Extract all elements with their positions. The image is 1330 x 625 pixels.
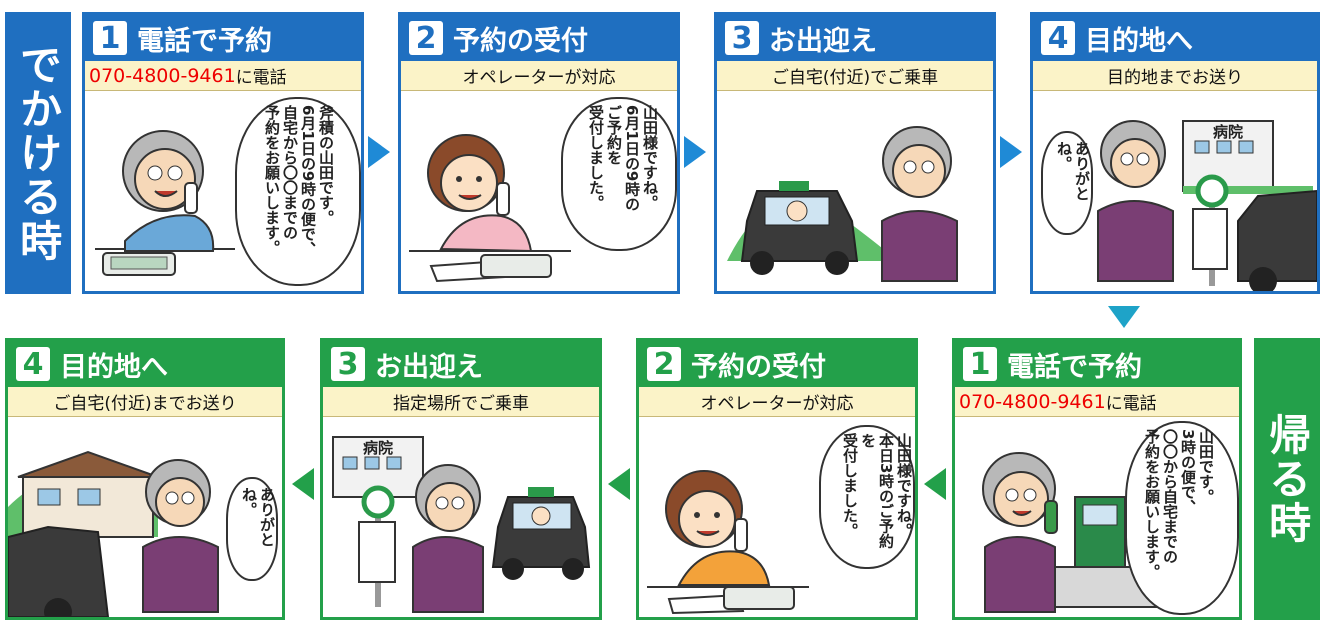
outbound-step-1-scene: 斧積の山田です。 6月1日の9時の便で、 自宅から〇〇までの 予約をお願いします… — [85, 91, 361, 291]
arrow-left-icon — [924, 468, 946, 500]
outbound-label-text: でかける時 — [13, 43, 63, 263]
speech-text: ありがとね。 — [240, 487, 276, 547]
arrow-right-icon — [368, 136, 390, 168]
return-step-1-header: 1 電話で予約 — [955, 341, 1239, 387]
phone-number: 070-4800-9461 — [89, 64, 236, 87]
call-instruction: に電話 — [1105, 394, 1157, 414]
return-step-3-panel: 3 お出迎え 指定場所でご乗車 病院 — [320, 338, 602, 620]
step-title: 予約の受付 — [691, 351, 826, 383]
arrow-left-icon — [608, 468, 630, 500]
step-title: 目的地へ — [1085, 25, 1193, 57]
hospital-pickup-illustration — [332, 436, 591, 613]
outbound-label: でかける時 — [5, 12, 71, 294]
return-step-4-subheader: ご自宅(付近)までお送り — [8, 387, 282, 417]
speech-text: 斧積の山田です。 6月1日の9時の便で、 自宅から〇〇までの 予約をお願いします… — [263, 105, 335, 257]
step-title: 電話で予約 — [1007, 351, 1142, 383]
step-number: 4 — [1041, 21, 1075, 56]
grandma-phone-illustration — [95, 130, 235, 276]
speech-bubble — [561, 97, 677, 251]
outbound-step-1-header: 1 電話で予約 — [85, 15, 361, 61]
home-arrival-illustration — [8, 450, 219, 617]
call-instruction: に電話 — [235, 68, 287, 88]
return-step-1-panel: 1 電話で予約 070-4800-9461 に電話 山田です。 3時の便で、 〇… — [952, 338, 1242, 620]
outbound-step-3-header: 3 お出迎え — [717, 15, 993, 61]
outbound-step-4-scene: 病院 ありがとね。 — [1033, 91, 1317, 291]
arrow-down-icon — [1108, 306, 1140, 328]
outbound-step-2-subheader: オペレーターが対応 — [401, 61, 677, 91]
step-title: お出迎え — [375, 351, 483, 383]
return-step-3-scene: 病院 — [323, 417, 599, 617]
speech-bubble — [1125, 421, 1239, 615]
outbound-step-3-panel: 3 お出迎え ご自宅(付近)でご乗車 — [714, 12, 996, 294]
operator-illustration — [409, 134, 571, 283]
step-number: 4 — [16, 347, 50, 382]
speech-text: 山田です。 3時の便で、 〇〇から自宅までの 予約をお願いします。 — [1143, 429, 1215, 579]
outbound-step-2-header: 2 予約の受付 — [401, 15, 677, 61]
return-step-2-subheader: オペレーターが対応 — [639, 387, 915, 417]
return-label: 帰る時 — [1254, 338, 1320, 620]
step-title: 目的地へ — [60, 351, 168, 383]
speech-bubble — [819, 425, 915, 569]
outbound-step-2-panel: 2 予約の受付 オペレーターが対応 山田様ですね。 6月1日の9時の ご予約を … — [398, 12, 680, 294]
step-number: 3 — [331, 347, 365, 382]
speech-text: ありがとね。 — [1055, 141, 1091, 201]
arrow-right-icon — [1000, 136, 1022, 168]
outbound-step-1-panel: 1 電話で予約 070-4800-9461 に電話 斧積の山田です。 6月1日の… — [82, 12, 364, 294]
pickup-illustration — [727, 126, 958, 282]
outbound-step-2-scene: 山田様ですね。 6月1日の9時の ご予約を 受付しました。 — [401, 91, 677, 291]
step-number: 2 — [409, 21, 443, 56]
return-step-3-subheader: 指定場所でご乗車 — [323, 387, 599, 417]
return-step-3-header: 3 お出迎え — [323, 341, 599, 387]
outbound-step-1-subheader: 070-4800-9461 に電話 — [85, 61, 361, 91]
speech-bubble — [1041, 131, 1093, 235]
outbound-step-4-header: 4 目的地へ — [1033, 15, 1317, 61]
step-title: 予約の受付 — [453, 25, 588, 57]
step-number: 1 — [963, 347, 997, 382]
outbound-step-4-panel: 4 目的地へ 目的地までお送り 病院 ありがとね。 — [1030, 12, 1320, 294]
return-step-4-scene: ありがとね。 — [8, 417, 282, 617]
arrow-left-icon — [292, 468, 314, 500]
arrival-illustration — [1097, 120, 1317, 291]
return-step-4-panel: 4 目的地へ ご自宅(付近)までお送り ありがとね。 — [5, 338, 285, 620]
return-label-text: 帰る時 — [1262, 413, 1312, 545]
step-title: お出迎え — [769, 25, 877, 57]
outbound-step-4-subheader: 目的地までお送り — [1033, 61, 1317, 91]
speech-bubble — [226, 477, 278, 581]
outbound-step-3-scene — [717, 91, 993, 291]
step-number: 3 — [725, 21, 759, 56]
speech-text: 山田様ですね。 6月1日の9時の ご予約を 受付しました。 — [587, 105, 659, 212]
outbound-step-3-subheader: ご自宅(付近)でご乗車 — [717, 61, 993, 91]
return-step-1-subheader: 070-4800-9461 に電話 — [955, 387, 1239, 417]
speech-bubble — [235, 97, 361, 286]
speech-text: 山田様ですね。 本日3時のご予約を 受付しました。 — [841, 433, 913, 549]
return-step-2-header: 2 予約の受付 — [639, 341, 915, 387]
arrow-right-icon — [684, 136, 706, 168]
step-number: 2 — [647, 347, 681, 382]
payphone-illustration — [982, 452, 1176, 613]
return-step-2-panel: 2 予約の受付 オペレーターが対応 山田様ですね。 本日3時のご予約を 受付しま… — [636, 338, 918, 620]
return-step-1-scene: 山田です。 3時の便で、 〇〇から自宅までの 予約をお願いします。 — [955, 417, 1239, 617]
step-number: 1 — [93, 21, 127, 56]
return-step-2-scene: 山田様ですね。 本日3時のご予約を 受付しました。 — [639, 417, 915, 617]
phone-number: 070-4800-9461 — [959, 390, 1106, 413]
hospital-sign: 病院 — [1213, 123, 1244, 141]
return-step-4-header: 4 目的地へ — [8, 341, 282, 387]
operator-illustration — [647, 470, 809, 615]
step-title: 電話で予約 — [137, 25, 272, 57]
hospital-sign: 病院 — [363, 439, 394, 457]
